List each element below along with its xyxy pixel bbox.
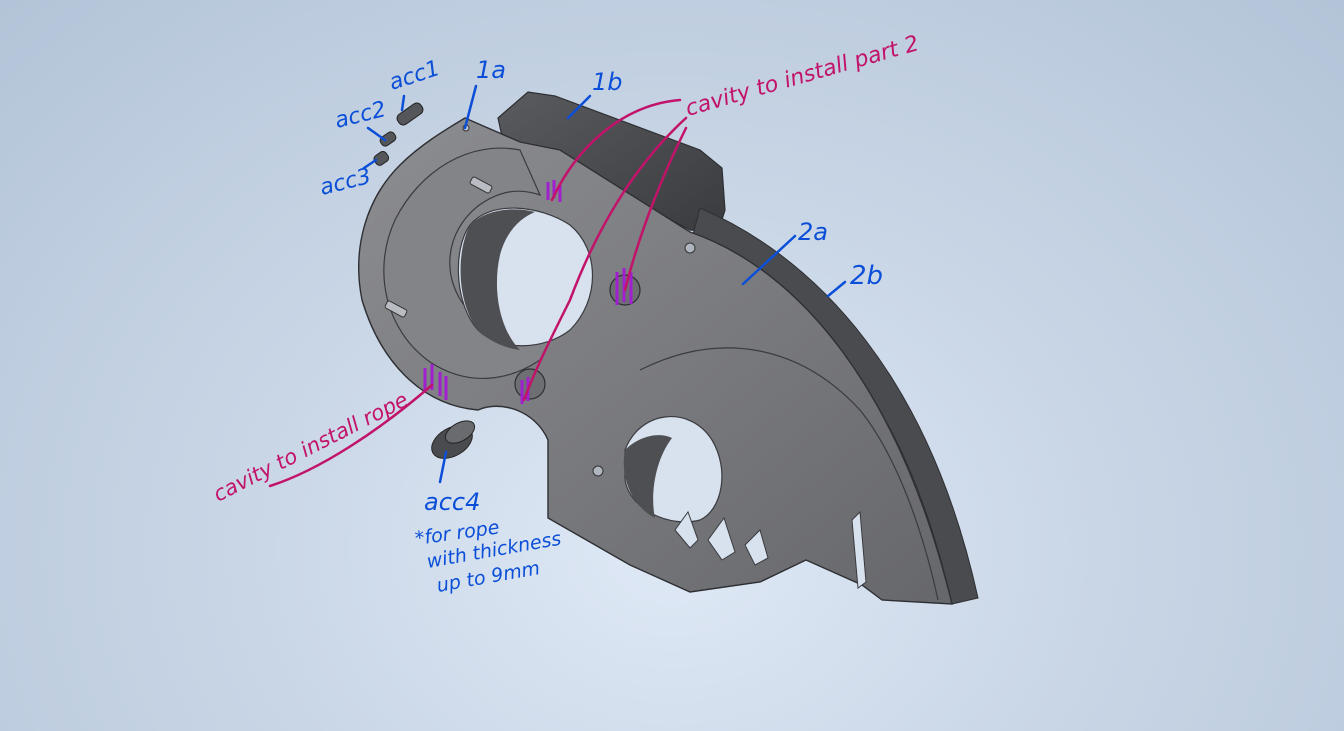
part-hole-1 [684, 242, 696, 254]
acc-small-parts [373, 102, 424, 166]
label-1b: 1b [592, 68, 623, 96]
annotation-leaders-blue [362, 84, 847, 484]
cavity-highlights [423, 180, 633, 404]
acc4-knob [431, 420, 476, 459]
leader-rope [268, 383, 434, 488]
leader-acc2 [366, 126, 387, 142]
leader-acc4 [438, 450, 448, 484]
label-acc1: acc1 [386, 56, 443, 96]
part-hole-2 [592, 465, 604, 477]
leader-2a [741, 234, 797, 286]
label-acc2: acc2 [332, 97, 388, 134]
part-assembly [358, 91, 979, 605]
part-slots [674, 510, 867, 589]
label-acc4: acc4 [424, 488, 480, 516]
annotation-leaders-magenta [268, 98, 688, 488]
leader-part2-c [623, 126, 688, 292]
label-2a: 2a [798, 218, 828, 246]
note-cavity-rope: cavity to install rope [209, 387, 412, 506]
part-lower-cutout-wall [623, 435, 672, 518]
leader-acc3 [362, 158, 378, 170]
leader-1a [463, 84, 478, 130]
label-1a: 1a [476, 56, 506, 84]
part-upper-cutout-wall [460, 209, 535, 350]
leader-1b [566, 94, 592, 120]
label-2b: 2b [850, 261, 883, 291]
leader-part2-a [550, 98, 682, 202]
part-ring [383, 147, 562, 379]
part-pad-1 [469, 176, 493, 194]
leader-acc1 [400, 94, 406, 112]
leader-part2-b [522, 116, 688, 402]
part-pad-2 [384, 300, 408, 318]
note-cavity-part2: cavity to install part 2 [683, 31, 922, 122]
label-acc3: acc3 [317, 164, 373, 201]
part-2a-inner-curve [639, 347, 939, 601]
leader-2b [826, 280, 847, 298]
